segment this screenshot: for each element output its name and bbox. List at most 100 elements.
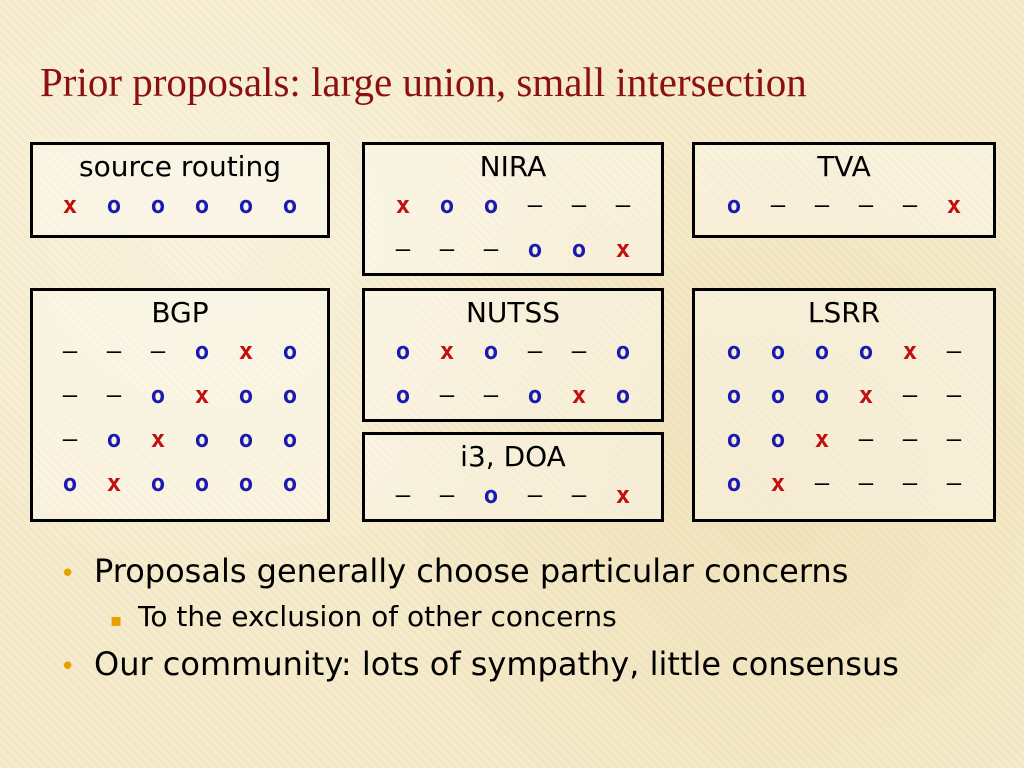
box-title: LSRR [807,296,881,329]
circle-symbol: o [814,337,830,365]
slide-title: Prior proposals: large union, small inte… [40,59,807,105]
cross-symbol: x [571,381,587,409]
circle-symbol: o [106,191,122,219]
dash-symbol: – [483,381,499,409]
sub-bullet-item: ▪ To the exclusion of other concerns [110,600,1010,633]
circle-symbol: o [527,235,543,263]
symbol-row: ––o––x [365,473,661,517]
circle-symbol: o [106,425,122,453]
bullet-item: • Proposals generally choose particular … [60,552,1010,590]
box-title: BGP [151,296,209,329]
circle-symbol: o [483,337,499,365]
cross-symbol: x [902,337,918,365]
cross-symbol: x [150,425,166,453]
sub-bullet-marker: ▪ [110,610,123,631]
cross-symbol: x [946,191,962,219]
dash-symbol: – [946,381,962,409]
circle-symbol: o [282,337,298,365]
dash-symbol: – [858,425,874,453]
bullet-marker: • [60,652,76,682]
circle-symbol: o [194,469,210,497]
cross-symbol: x [770,469,786,497]
circle-symbol: o [527,381,543,409]
dash-symbol: – [902,469,918,497]
circle-symbol: o [282,425,298,453]
circle-symbol: o [395,381,411,409]
circle-symbol: o [395,337,411,365]
circle-symbol: o [150,381,166,409]
dash-symbol: – [439,381,455,409]
cross-symbol: x [439,337,455,365]
circle-symbol: o [726,337,742,365]
circle-symbol: o [238,425,254,453]
dash-symbol: – [770,191,786,219]
dash-symbol: – [571,481,587,509]
dash-symbol: – [483,235,499,263]
dash-symbol: – [439,235,455,263]
dash-symbol: – [106,337,122,365]
circle-symbol: o [615,337,631,365]
cross-symbol: x [395,191,411,219]
circle-symbol: o [726,469,742,497]
dash-symbol: – [946,425,962,453]
cross-symbol: x [62,191,78,219]
circle-symbol: o [814,381,830,409]
circle-symbol: o [439,191,455,219]
dash-symbol: – [439,481,455,509]
dash-symbol: – [902,191,918,219]
cross-symbol: x [814,425,830,453]
circle-symbol: o [194,191,210,219]
circle-symbol: o [194,425,210,453]
circle-symbol: o [483,481,499,509]
circle-symbol: o [282,381,298,409]
dash-symbol: – [395,481,411,509]
dash-symbol: – [527,481,543,509]
circle-symbol: o [571,235,587,263]
dash-symbol: – [571,191,587,219]
cross-symbol: x [615,481,631,509]
circle-symbol: o [238,469,254,497]
dash-symbol: – [106,381,122,409]
circle-symbol: o [282,469,298,497]
dash-symbol: – [62,381,78,409]
cross-symbol: x [194,381,210,409]
cross-symbol: x [858,381,874,409]
box-title: NIRA [479,150,547,183]
dash-symbol: – [62,337,78,365]
cross-symbol: x [615,235,631,263]
box-title: source routing [79,150,281,183]
circle-symbol: o [150,469,166,497]
symbol-row: o––––x [695,183,993,227]
dash-symbol: – [946,337,962,365]
bullet-marker: • [60,559,76,589]
dash-symbol: – [615,191,631,219]
dash-symbol: – [527,337,543,365]
dash-symbol: – [902,425,918,453]
dash-symbol: – [150,337,166,365]
cross-symbol: x [238,337,254,365]
circle-symbol: o [238,381,254,409]
dash-symbol: – [571,337,587,365]
circle-symbol: o [726,381,742,409]
circle-symbol: o [238,191,254,219]
circle-symbol: o [770,337,786,365]
circle-symbol: o [62,469,78,497]
bullet-text: Our community: lots of sympathy, little … [94,645,899,683]
circle-symbol: o [726,425,742,453]
box-i3-doa: i3, DOA––o––x [362,432,664,522]
